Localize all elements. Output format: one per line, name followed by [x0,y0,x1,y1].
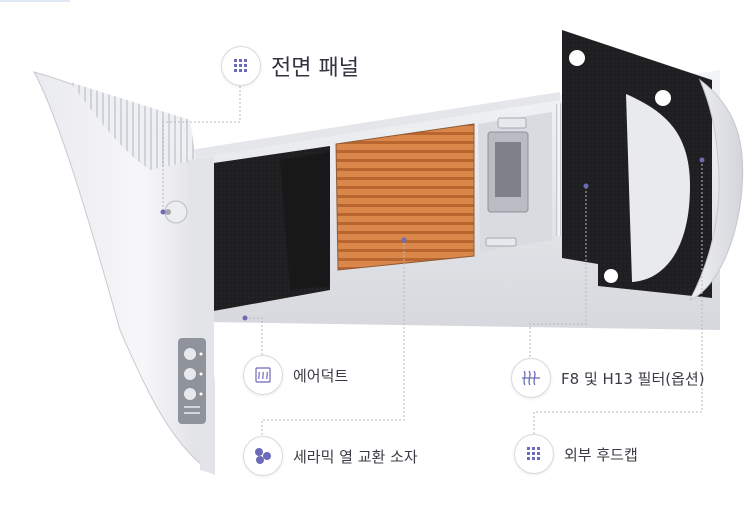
leader-air-duct [245,317,263,355]
leader-filter [529,186,587,377]
control-button-1 [184,348,196,360]
control-text-2 [184,412,200,414]
ceramic-core [336,124,474,270]
fan-cartridge-window [495,142,521,197]
outer-hood-shell [688,78,744,302]
leader-front-panel [162,86,241,212]
grid-icon [514,434,554,474]
filter-waves-icon [511,358,551,398]
top-accent-line [0,0,70,2]
ceramic-core-frame [335,123,475,271]
callout-outer-hood: 외부 후드캡 [514,434,638,474]
control-panel [178,338,206,424]
molecule-icon [243,436,283,476]
dot-front-panel [160,209,166,215]
front-panel-label: 전면 패널 [271,56,359,81]
control-button-3 [184,388,196,400]
fan-clip-bottom [485,237,517,247]
plate-hole-bl [604,269,618,283]
callout-front-panel: 전면 패널 [221,46,359,86]
leader-hood [533,160,703,438]
tube-top-rim [190,92,560,158]
dot-air-duct [242,315,248,321]
control-led-1 [199,352,203,356]
dot-filter [583,183,589,189]
filter-label: F8 및 H13 필터(옵션) [561,369,705,388]
plate-hole-tr [655,90,671,106]
grid-icon [221,46,261,86]
leader-dots [160,157,705,321]
control-led-2 [199,372,203,376]
plate-hole-tl [569,50,585,66]
callout-air-duct: 에어덕트 [243,355,348,395]
fan-clip [497,117,527,129]
front-panel-side [188,156,214,474]
dot-hood [699,157,705,163]
air-duct-label: 에어덕트 [293,366,349,385]
callout-ceramic-core: 세라믹 열 교환 소자 [243,436,418,476]
front-panel-knob-dot [165,209,171,215]
foam-liner-inner [280,152,330,290]
outer-hood-label: 외부 후드캡 [564,445,638,464]
heat-waves-icon [243,355,283,395]
front-panel-fins [70,82,196,170]
control-button-2 [184,368,196,380]
control-text-1 [184,406,200,408]
callout-filter: F8 및 H13 필터(옵션) [511,358,705,398]
outer-hood-cap [626,94,690,282]
dot-ceramic [401,237,407,243]
control-led-3 [199,392,203,396]
ceramic-core-label: 세라믹 열 교환 소자 [293,447,418,466]
